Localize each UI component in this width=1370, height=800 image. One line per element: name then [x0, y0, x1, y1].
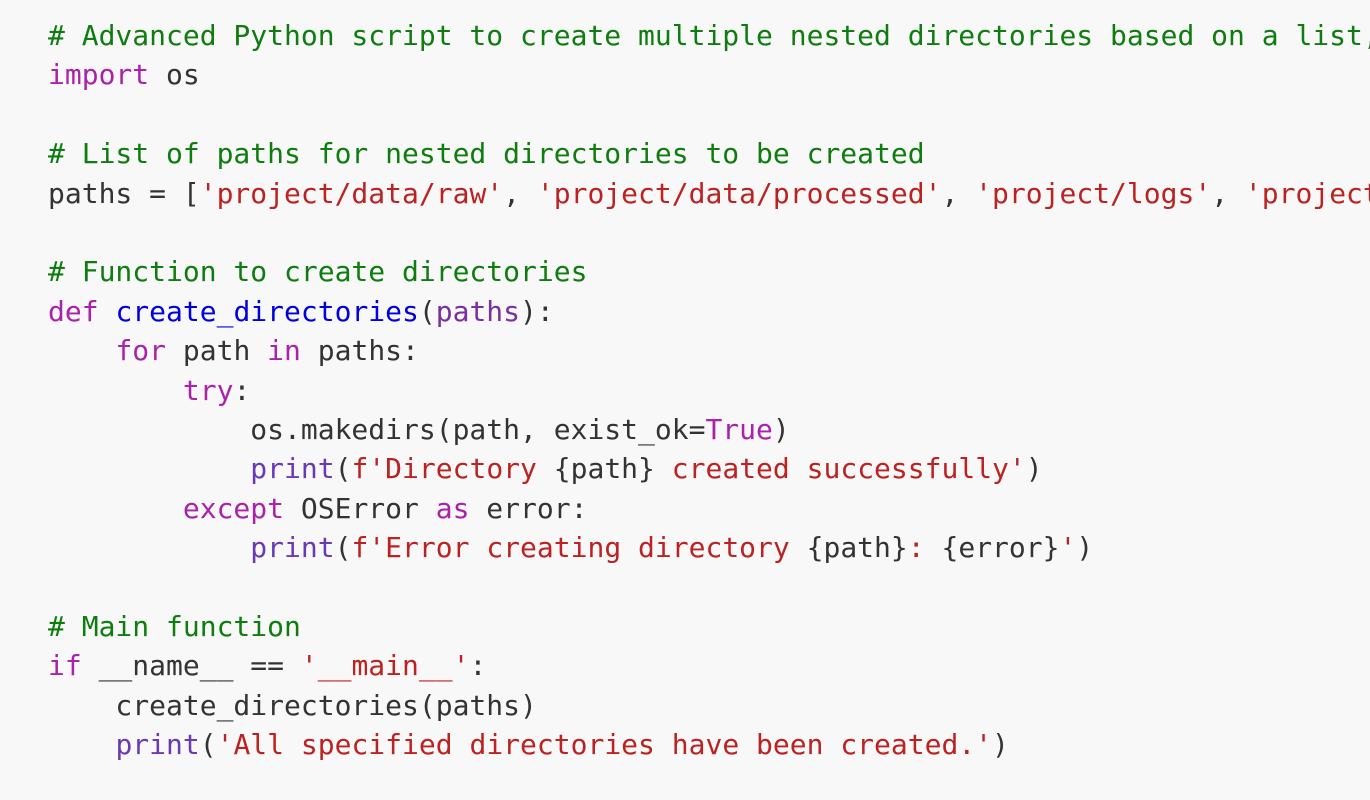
code-line[interactable] [0, 567, 1370, 606]
code-token-plain: : [233, 373, 251, 407]
code-token-plain: os [149, 58, 200, 92]
code-lines-container: # Advanced Python script to create multi… [0, 16, 1370, 764]
code-token-plain: ( [334, 452, 352, 486]
code-token-string: f'Directory [351, 452, 554, 486]
code-token-builtin: print [250, 531, 335, 565]
code-token-string: : [907, 531, 925, 565]
code-token-string: 'project/data/raw' [199, 176, 504, 210]
code-token-plain: paths: [300, 334, 419, 368]
code-token-keyword: for [115, 334, 167, 368]
code-token-plain: ) [992, 728, 1009, 762]
code-line[interactable]: print('All specified directories have be… [0, 725, 1370, 764]
code-token-string [925, 531, 942, 564]
code-line[interactable]: print(f'Error creating directory {path}:… [0, 528, 1370, 567]
code-token-plain: : [469, 649, 487, 683]
code-token-plain [48, 374, 183, 407]
code-token-keyword: import [48, 58, 150, 92]
code-token-plain: ) [772, 412, 790, 446]
code-line[interactable]: if __name__ == '__main__': [0, 646, 1370, 685]
code-line[interactable] [0, 95, 1370, 134]
code-token-constant: True [705, 412, 773, 446]
code-token-funcname: create_directories [115, 294, 419, 328]
code-token-keyword: def [48, 294, 99, 328]
code-token-builtin: print [250, 452, 335, 486]
code-token-plain: , [1211, 176, 1245, 210]
code-token-string: ' [1059, 531, 1077, 565]
code-token-keyword: except [182, 491, 285, 525]
code-token-plain [48, 531, 250, 564]
code-token-string: 'project [1244, 176, 1370, 210]
code-token-plain: {path} [806, 531, 908, 565]
code-token-plain [48, 728, 115, 761]
code-token-plain: ( [418, 294, 436, 328]
code-token-keyword: try [182, 373, 234, 407]
code-token-plain [99, 295, 116, 328]
code-token-plain [48, 452, 250, 485]
code-token-string: 'project/logs' [975, 176, 1212, 210]
code-line[interactable]: print(f'Directory {path} created success… [0, 449, 1370, 488]
code-token-string: '__main__' [300, 649, 470, 683]
code-token-comment: # Main function [48, 609, 301, 643]
code-token-plain: ) [1076, 531, 1094, 565]
code-token-plain: ( [334, 531, 352, 565]
code-token-plain: , [503, 176, 537, 210]
code-token-plain: {path} [553, 452, 655, 486]
code-token-plain: {error} [941, 531, 1060, 565]
code-token-plain [48, 334, 115, 367]
code-line[interactable]: # Advanced Python script to create multi… [0, 16, 1370, 55]
code-token-plain: ( [199, 728, 217, 762]
code-token-plain: ) [1025, 452, 1043, 486]
code-token-string: created successfully' [654, 452, 1026, 486]
code-token-builtin: print [115, 728, 200, 762]
code-line[interactable] [0, 213, 1370, 252]
code-token-plain: ): [520, 294, 554, 328]
code-line[interactable]: paths = ['project/data/raw', 'project/da… [0, 174, 1370, 213]
code-token-plain: path [166, 334, 268, 368]
code-line[interactable]: def create_directories(paths): [0, 292, 1370, 331]
code-token-plain: __name__ == [81, 649, 301, 683]
code-token-string: 'All specified directories have been cre… [216, 728, 993, 762]
code-token-param: paths [435, 294, 521, 328]
code-token-keyword: if [48, 649, 82, 683]
code-token-comment: # Advanced Python script to create multi… [48, 19, 1370, 52]
code-line[interactable]: # Main function [0, 607, 1370, 646]
code-token-comment: # Function to create directories [48, 255, 588, 289]
code-token-string: f'Error creating directory [351, 531, 807, 565]
code-token-plain: , [941, 176, 976, 210]
code-line[interactable]: try: [0, 371, 1370, 410]
code-token-comment: # List of paths for nested directories t… [48, 137, 925, 171]
code-line[interactable]: os.makedirs(path, exist_ok=True) [0, 410, 1370, 449]
code-token-plain: paths = [ [48, 176, 200, 210]
code-line[interactable]: create_directories(paths) [0, 686, 1370, 725]
code-token-plain [48, 492, 183, 525]
code-token-plain: OSError [284, 491, 436, 525]
code-token-plain: create_directories(paths) [48, 688, 537, 722]
code-line[interactable]: for path in paths: [0, 331, 1370, 370]
code-token-plain: os.makedirs(path, exist_ok= [48, 412, 706, 446]
code-line[interactable]: # Function to create directories [0, 252, 1370, 291]
code-token-plain: error: [469, 491, 588, 525]
code-token-keyword: as [435, 491, 470, 525]
code-line[interactable]: # List of paths for nested directories t… [0, 134, 1370, 173]
code-line[interactable]: import os [0, 55, 1370, 94]
code-token-string: 'project/data/processed' [536, 176, 942, 210]
code-token-keyword: in [267, 334, 301, 368]
code-line[interactable]: except OSError as error: [0, 489, 1370, 528]
